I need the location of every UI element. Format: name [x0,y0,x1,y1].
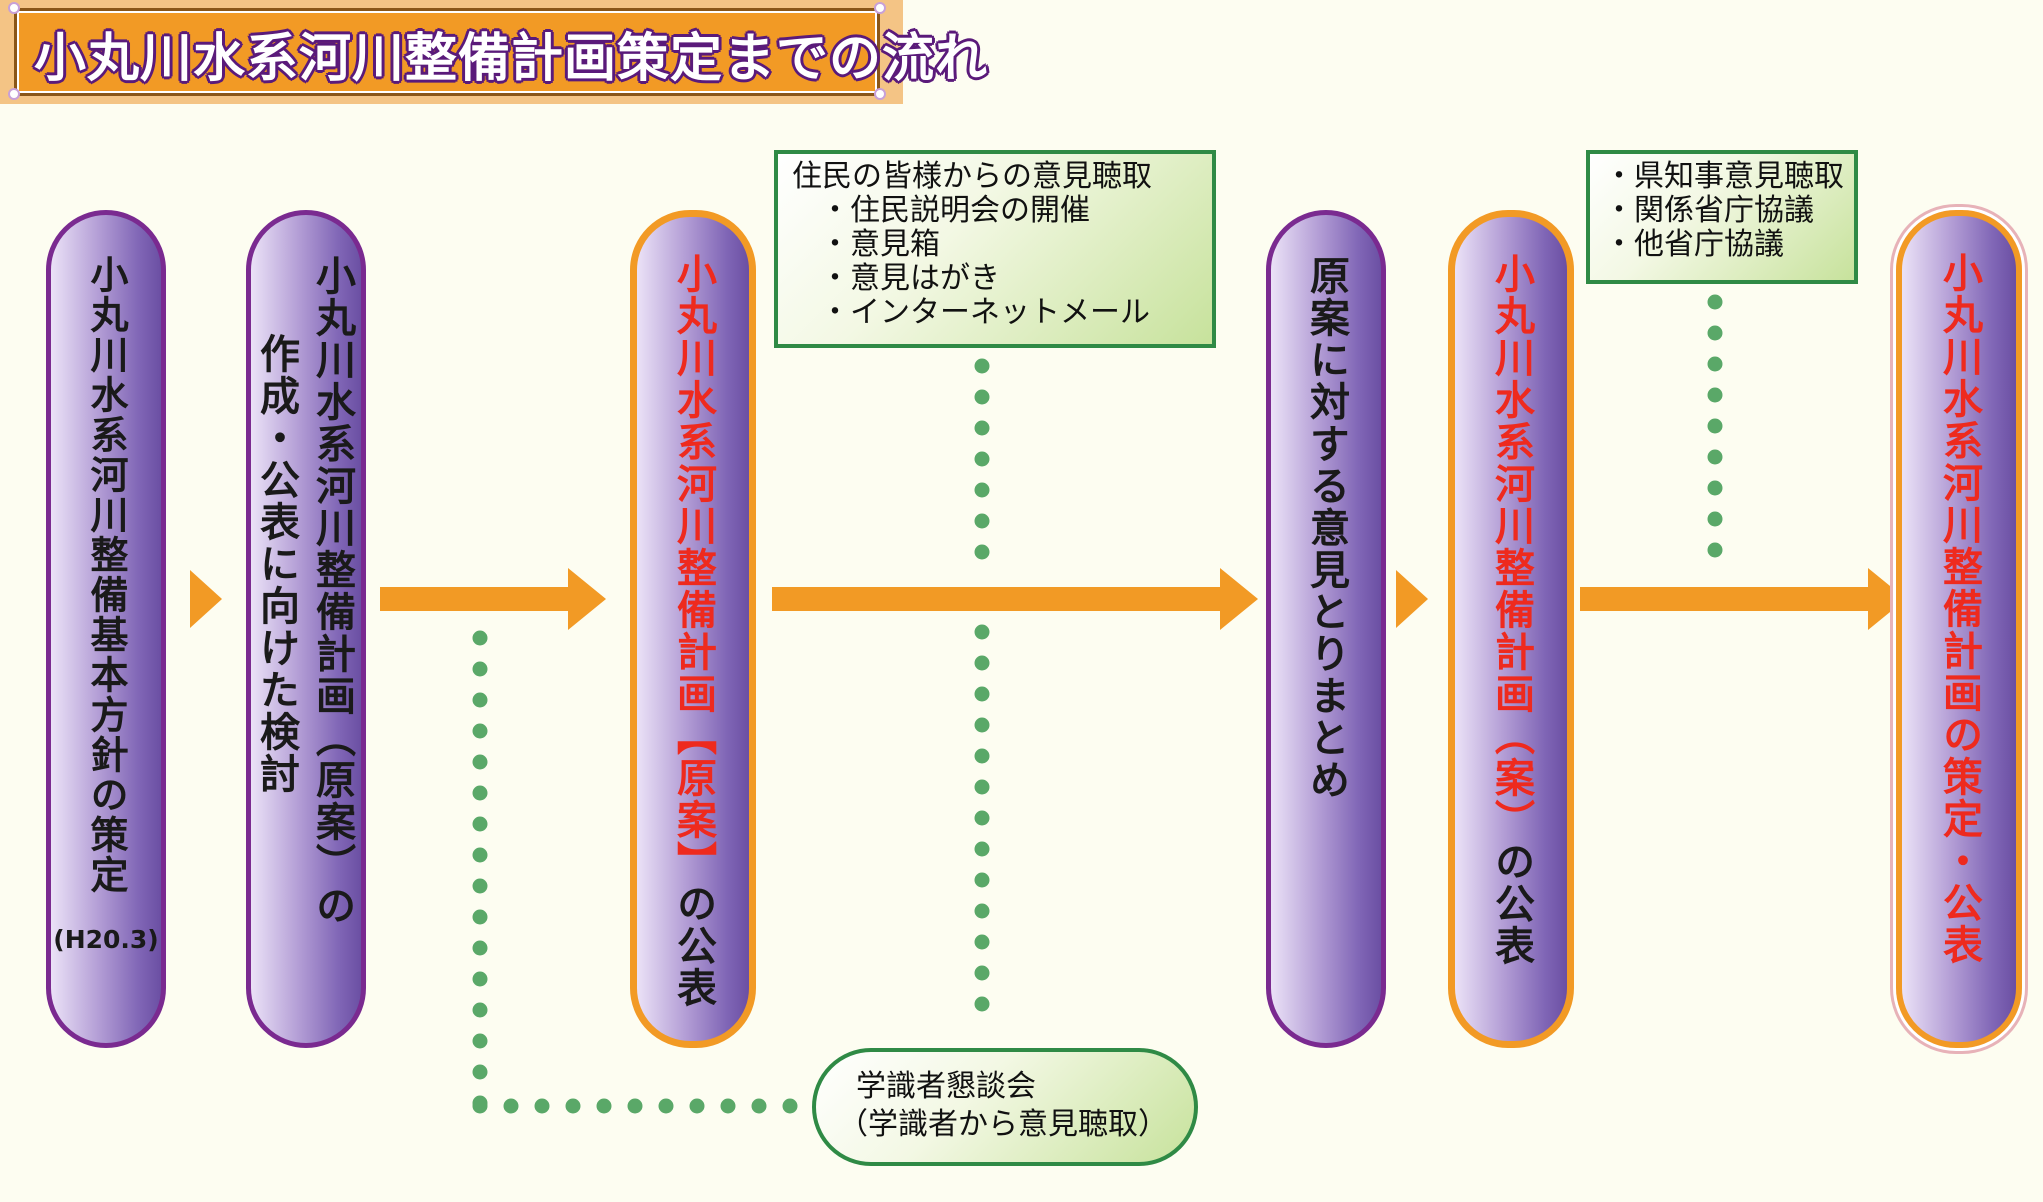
title-banner: 小丸川水系河川整備計画策定までの流れ [0,0,987,104]
step-basic-policy-label: 小丸川水系河川整備基本方針の策定 [84,255,128,895]
expert-council-box: 学識者懇談会 （学識者から意見聴取） [812,1048,1198,1166]
step-plan-publication: 小丸川水系河川整備計画（案）の公表 [1448,210,1574,1048]
title-box [14,8,880,96]
step-plan-publication-bracket: （案） [1488,715,1534,841]
corner-dot [8,88,20,100]
step-draft-publication: 小丸川水系河川整備計画【原案】の公表 [630,210,756,1048]
governor-opinion-item: ・県知事意見聴取 [1604,159,1844,194]
corner-dot [874,88,886,100]
arrow-long-3 [1580,568,1906,630]
expert-council-subtitle: （学識者から意見聴取） [838,1107,1168,1142]
public-opinion-item: ・意見はがき [820,261,1000,296]
governor-opinion-box: ・県知事意見聴取 ・関係省庁協議 ・他省庁協議 [1586,150,1858,284]
page-title: 小丸川水系河川整備計画策定までの流れ [34,29,989,89]
arrow-long-2 [772,568,1258,630]
public-opinion-item: ・意見箱 [820,227,940,262]
step-draft-publication-label: 小丸川水系河川整備計画【原案】の公表 [670,253,716,1009]
step-basic-policy: 小丸川水系河川整備基本方針の策定 (H20.3) [46,210,166,1048]
step-plan-publication-title: 小丸川水系河川整備計画 [1488,253,1534,715]
step-opinion-summary-label: 原案に対する意見とりまとめ [1303,255,1349,801]
governor-opinion-item: ・関係省庁協議 [1604,193,1814,228]
step-plan-publication-suffix: の公表 [1488,841,1534,967]
public-opinion-item: ・住民説明会の開催 [820,193,1090,228]
step-basic-policy-date: (H20.3) [53,925,159,954]
step-opinion-summary: 原案に対する意見とりまとめ [1266,210,1386,1048]
corner-dot [874,2,886,14]
step-draft-publication-bracket: 【原案】 [670,715,716,883]
expert-council-title: 学識者懇談会 [856,1069,1036,1104]
arrow-small-2 [1396,570,1428,628]
corner-dot [8,2,20,14]
step-plan-publication-label: 小丸川水系河川整備計画（案）の公表 [1488,253,1534,967]
governor-opinion-item: ・他省庁協議 [1604,227,1784,262]
arrow-long-1 [380,568,606,630]
step-draft-preparation-label-1: 小丸川水系河川整備計画（原案）の [309,255,355,927]
step-draft-publication-title: 小丸川水系河川整備計画 [670,253,716,715]
arrow-small-1 [190,570,222,628]
step-draft-preparation-label-2: 作成・公表に向けた検討 [253,333,299,795]
step-final-plan-label: 小丸川水系河川整備計画の策定・公表 [1936,252,1982,966]
step-draft-preparation: 小丸川水系河川整備計画（原案）の 作成・公表に向けた検討 [246,210,366,1048]
step-final-plan: 小丸川水系河川整備計画の策定・公表 [1896,210,2022,1048]
public-opinion-box: 住民の皆様からの意見聴取 ・住民説明会の開催 ・意見箱 ・意見はがき ・インター… [774,150,1216,348]
public-opinion-heading: 住民の皆様からの意見聴取 [792,159,1152,194]
step-draft-publication-suffix: の公表 [670,883,716,1009]
public-opinion-item: ・インターネットメール [820,295,1150,330]
